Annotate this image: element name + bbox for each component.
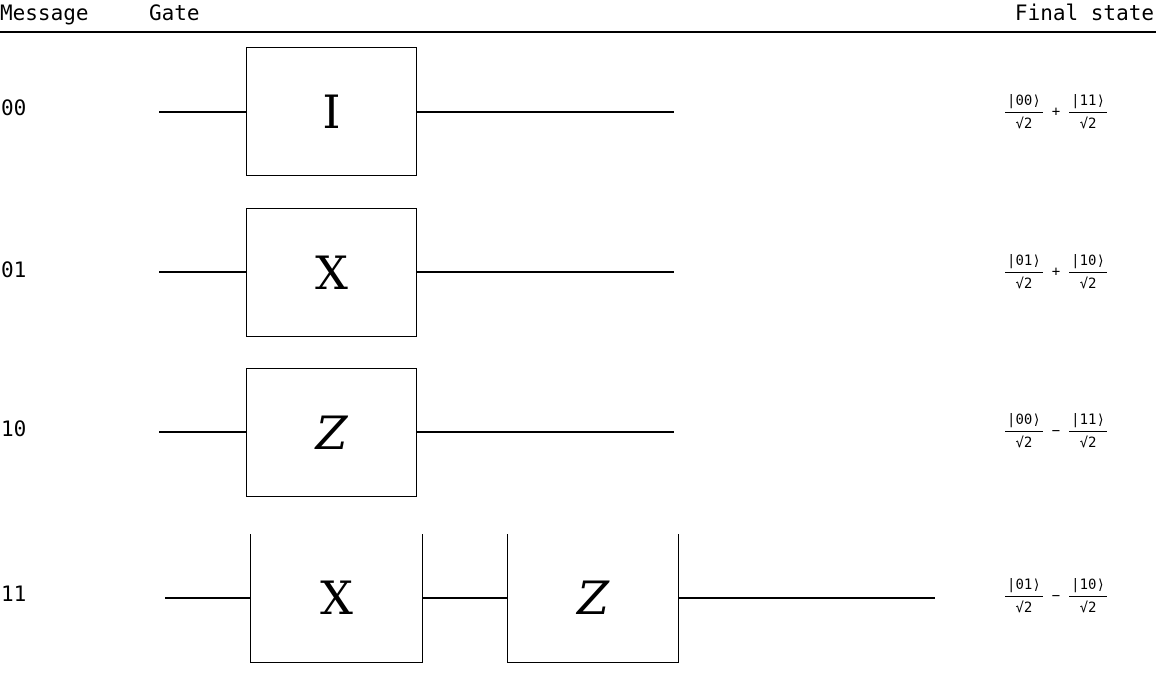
fraction: |10⟩ √2 — [1069, 253, 1107, 292]
ket: |10⟩ — [1069, 577, 1107, 597]
wire-segment — [423, 597, 508, 599]
wire-segment — [417, 111, 674, 113]
fraction: |00⟩ √2 — [1005, 412, 1043, 451]
fraction: |01⟩ √2 — [1005, 577, 1043, 616]
wire-segment — [159, 431, 247, 433]
message-label: 10 — [1, 417, 27, 441]
denominator: √2 — [1015, 599, 1033, 616]
message-label: 00 — [1, 96, 27, 120]
wire-segment — [679, 597, 935, 599]
operator: − — [1051, 423, 1061, 439]
message-label: 01 — [1, 258, 27, 282]
wire-segment — [417, 431, 674, 433]
final-state: |01⟩ √2 − |10⟩ √2 — [1000, 564, 1112, 628]
fraction: |11⟩ √2 — [1069, 412, 1107, 451]
gate-symbol: X — [320, 571, 353, 625]
wire-segment — [159, 271, 247, 273]
denominator: √2 — [1079, 599, 1097, 616]
denominator: √2 — [1015, 434, 1033, 451]
denominator: √2 — [1079, 434, 1097, 451]
denominator: √2 — [1079, 275, 1097, 292]
final-state-column-header: Final state — [1014, 1, 1154, 25]
gate-symbol: X — [315, 245, 348, 300]
ket: |00⟩ — [1005, 412, 1043, 432]
final-state: |01⟩ √2 + |10⟩ √2 — [1000, 240, 1112, 304]
fraction: |01⟩ √2 — [1005, 253, 1043, 292]
operator: + — [1051, 264, 1061, 280]
ket: |00⟩ — [1005, 93, 1043, 113]
wire-segment — [159, 111, 247, 113]
gate-symbol: Z — [577, 571, 609, 625]
operator: − — [1051, 588, 1061, 604]
ket: |11⟩ — [1069, 93, 1107, 113]
message-column-header: Message — [0, 1, 89, 25]
gate-box: I — [246, 47, 417, 176]
fraction: |10⟩ √2 — [1069, 577, 1107, 616]
fraction: |00⟩ √2 — [1005, 93, 1043, 132]
gate-symbol: Z — [315, 405, 348, 460]
denominator: √2 — [1015, 115, 1033, 132]
ket: |10⟩ — [1069, 253, 1107, 273]
ket: |01⟩ — [1005, 577, 1043, 597]
final-state: |00⟩ √2 + |11⟩ √2 — [1000, 80, 1112, 144]
wire-segment — [165, 597, 251, 599]
wire-segment — [417, 271, 674, 273]
gate-box: X — [250, 534, 423, 663]
gate-column-header: Gate — [149, 1, 200, 25]
denominator: √2 — [1015, 275, 1033, 292]
gate-box: Z — [507, 534, 679, 663]
fraction: |11⟩ √2 — [1069, 93, 1107, 132]
final-state: |00⟩ √2 − |11⟩ √2 — [1000, 399, 1112, 463]
ket: |01⟩ — [1005, 253, 1043, 273]
message-label: 11 — [1, 582, 27, 606]
denominator: √2 — [1079, 115, 1097, 132]
header-rule — [0, 31, 1156, 33]
gate-box: X — [246, 208, 417, 337]
ket: |11⟩ — [1069, 412, 1107, 432]
operator: + — [1051, 104, 1061, 120]
gate-box: Z — [246, 368, 417, 497]
gate-symbol: I — [322, 84, 341, 139]
